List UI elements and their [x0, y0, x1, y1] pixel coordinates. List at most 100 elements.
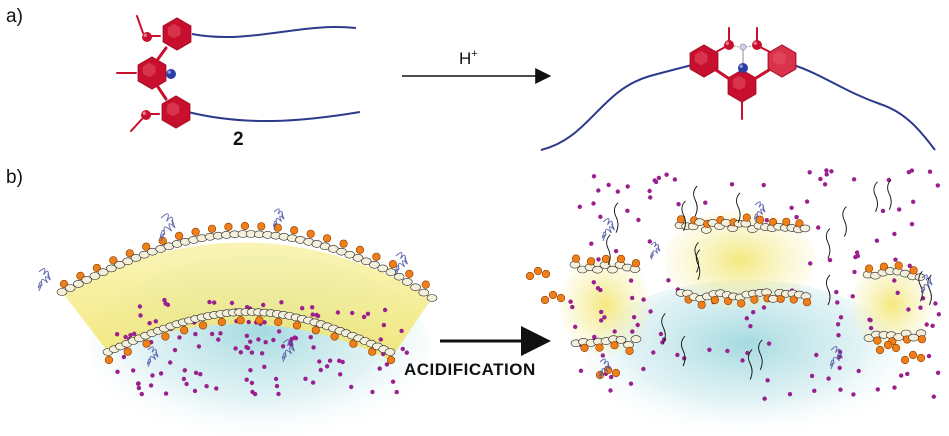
- cargo-dot: [628, 278, 634, 283]
- cargo-dot: [148, 383, 154, 388]
- foldamer-headgroup-icon: [217, 317, 226, 327]
- cargo-dot: [602, 315, 607, 320]
- cargo-dot: [761, 182, 766, 188]
- cargo-dot: [137, 304, 143, 309]
- cargo-dot: [308, 335, 313, 340]
- lipid-headgroup: [89, 272, 101, 280]
- cargo-dot: [121, 354, 127, 360]
- foldamer-headgroup-icon: [750, 295, 759, 304]
- cargo-dot: [184, 381, 189, 387]
- cargo-dot: [725, 348, 730, 354]
- compound-label: 2: [233, 129, 244, 150]
- cargo-dot: [625, 184, 630, 189]
- foldamer-headgroup-icon: [676, 215, 686, 224]
- cargo-dot: [647, 188, 652, 194]
- foldamer-headgroup-icon: [292, 321, 302, 330]
- cargo-dot: [936, 312, 941, 317]
- foldamer-headgroup-icon: [257, 222, 266, 231]
- lipid-headgroup: [114, 260, 125, 269]
- cargo-dot: [377, 366, 382, 371]
- cargo-dot: [131, 368, 136, 373]
- cargo-dot: [935, 183, 940, 188]
- cargo-dot: [807, 170, 812, 175]
- cargo-dot: [150, 373, 155, 378]
- cargo-dot: [613, 248, 619, 254]
- cargo-dot: [854, 250, 860, 255]
- foldamer-headgroup-icon: [306, 229, 315, 238]
- cargo-dot: [631, 315, 637, 320]
- lipid-tail: [694, 242, 699, 273]
- lipid-headgroup: [369, 260, 380, 269]
- foldamer-headgroup-icon: [586, 257, 596, 266]
- cargo-dot: [744, 316, 749, 321]
- foldamer-headgroup-icon: [571, 254, 581, 263]
- cargo-dot: [599, 318, 604, 323]
- polymer-chain-icon: [783, 61, 936, 151]
- cargo-dot: [911, 199, 916, 204]
- foldamer-headgroup-icon: [274, 317, 283, 327]
- cargo-dot: [764, 218, 769, 223]
- cargo-dot: [837, 365, 842, 371]
- cargo-dot: [172, 347, 178, 353]
- foldamer-headgroup-icon: [611, 368, 621, 378]
- cargo-dot: [751, 310, 756, 315]
- foldamer-headgroup-icon: [236, 316, 245, 325]
- lipid-headgroup: [401, 278, 413, 286]
- polymer-coil-icon: [753, 201, 766, 223]
- cargo-dot: [181, 376, 187, 382]
- cargo-dot: [280, 344, 286, 349]
- polymer-chain-icon: [191, 26, 357, 39]
- cargo-dot: [378, 337, 383, 342]
- cargo-dot: [115, 369, 120, 374]
- reagent-superscript: +: [471, 48, 477, 60]
- cargo-dot: [918, 305, 923, 310]
- cargo-dot: [350, 310, 355, 316]
- lipid-headgroup: [615, 336, 627, 344]
- lipid-tail: [887, 179, 892, 211]
- cargo-dot: [924, 322, 929, 327]
- lipid-headgroup: [344, 250, 356, 259]
- cargo-dot: [875, 387, 880, 392]
- cargo-dot: [340, 359, 345, 365]
- foldamer-headgroup-icon: [580, 343, 589, 353]
- cargo-dot: [262, 364, 267, 369]
- foldamer-headgroup-icon: [697, 300, 706, 309]
- cargo-dot: [606, 182, 611, 188]
- cargo-dot: [648, 309, 653, 314]
- cargo-dot: [658, 331, 664, 337]
- cargo-dot: [787, 392, 793, 397]
- foldamer-headgroup-icon: [873, 336, 882, 345]
- cargo-dot: [664, 172, 669, 177]
- foldamer-headgroup-icon: [864, 264, 874, 273]
- lipid-headgroup: [73, 280, 84, 288]
- foldamer-headgroup-icon: [311, 326, 320, 335]
- foldamer-headgroup-icon: [625, 346, 634, 356]
- cargo-dot: [216, 337, 221, 342]
- reagent-text: H: [459, 49, 471, 68]
- cargo-dot: [400, 346, 405, 352]
- foldamer-molecule-protonated: [540, 27, 936, 151]
- cargo-dot: [384, 362, 390, 367]
- cargo-dot: [880, 208, 886, 214]
- cargo-dot: [399, 328, 404, 334]
- foldamer-headgroup-icon: [104, 355, 114, 365]
- cargo-dot: [789, 205, 794, 210]
- cargo-dot: [271, 337, 276, 343]
- foldamer-headgroup-icon: [180, 326, 189, 335]
- lipid-tail: [918, 270, 923, 302]
- oxygen-atom-icon: [142, 32, 152, 42]
- cargo-dot: [248, 368, 253, 373]
- hydrogen-bond-line: [733, 45, 741, 48]
- foldamer-headgroup-icon: [339, 239, 348, 248]
- lipid-tail: [825, 274, 831, 306]
- bond-line: [754, 68, 771, 80]
- foldamer-headgroup-icon: [421, 280, 430, 289]
- cargo-dot: [338, 372, 343, 377]
- cargo-dot: [906, 307, 911, 312]
- cargo-dot: [365, 311, 371, 316]
- foldamer-headgroup-icon: [161, 332, 170, 341]
- cargo-dot: [836, 333, 841, 338]
- cargo-dot: [311, 345, 316, 350]
- polymer-coil-icon: [272, 208, 285, 230]
- cargo-dot: [573, 324, 578, 329]
